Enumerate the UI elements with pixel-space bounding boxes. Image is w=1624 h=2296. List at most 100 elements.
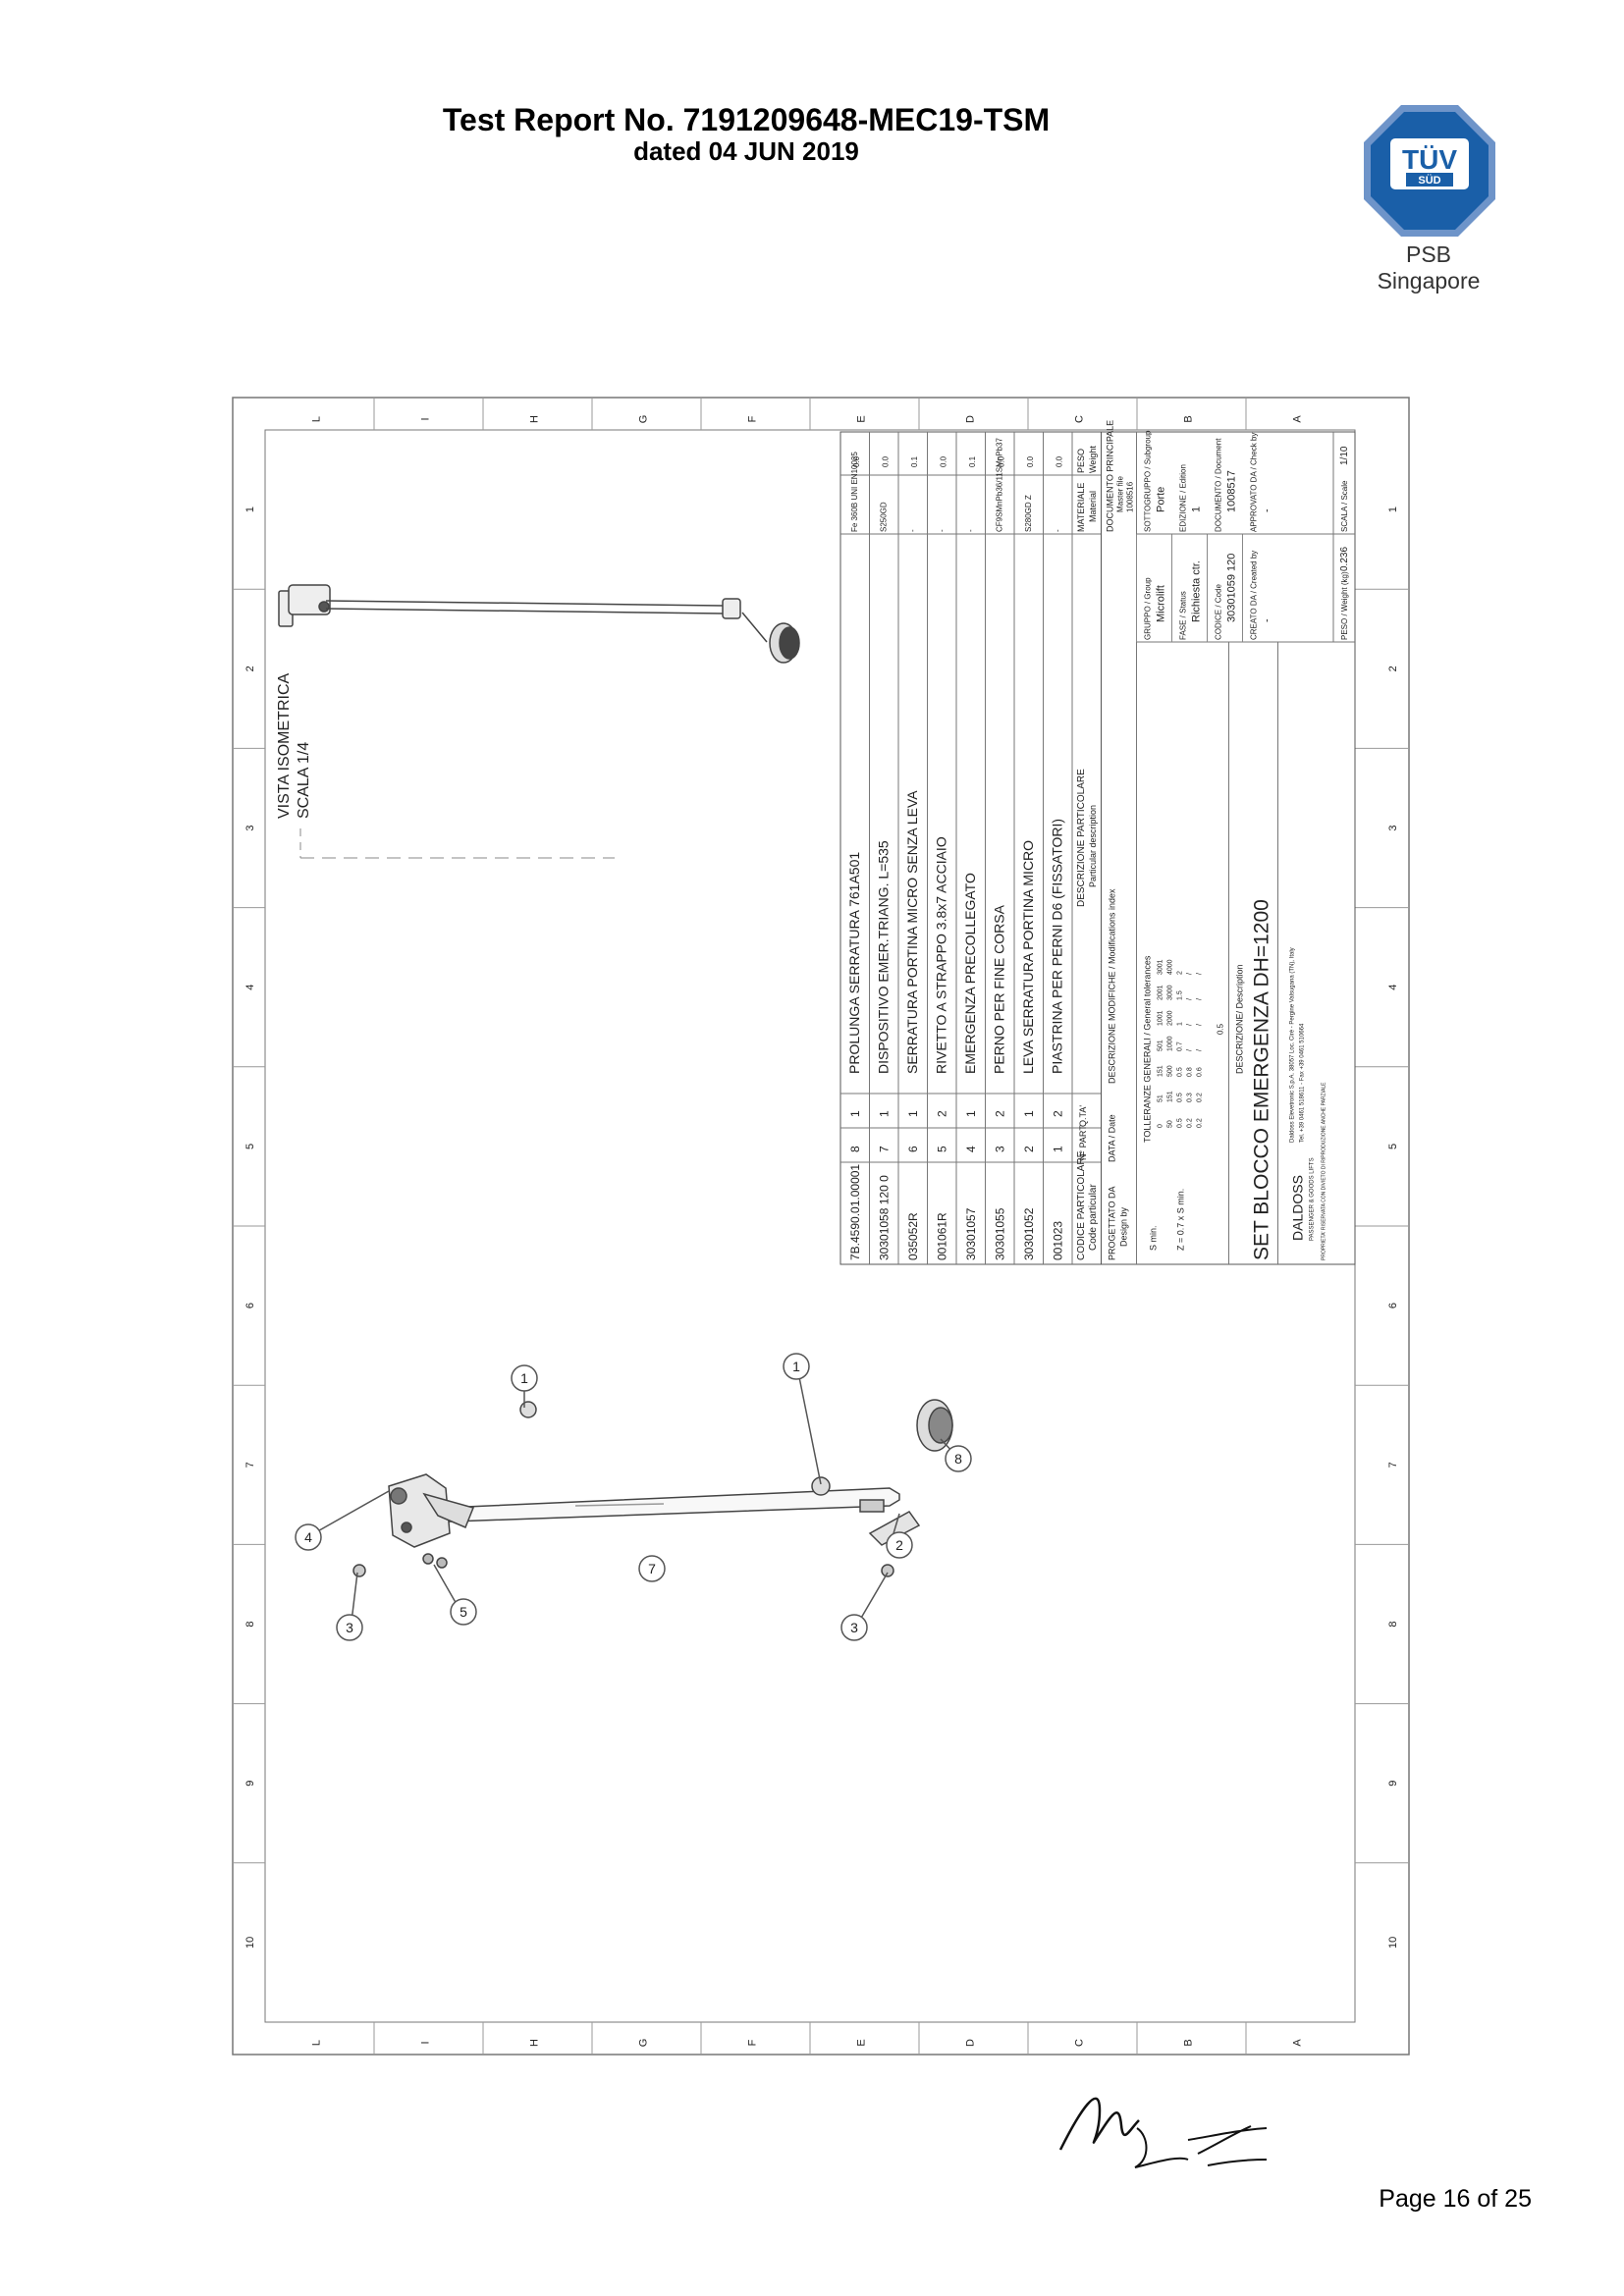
logo-caption: PSB Singapore <box>1377 241 1481 294</box>
bom-part-no: 1 <box>1052 1146 1065 1152</box>
tb-date: DATA / Date <box>1108 1114 1117 1162</box>
frame-row-ref: B <box>1183 415 1195 422</box>
frame-col-ref: 10 <box>1387 1937 1399 1949</box>
bom-code: 30301058 120 0 <box>878 1175 892 1260</box>
tb-field-value: - <box>1262 618 1273 622</box>
tb-tol-value: 1 <box>1177 1022 1184 1026</box>
tb-copyright: PROPRIETA' RISERVATA CON DIVIETO DI RIPR… <box>1322 1082 1327 1260</box>
bom-weight: 0.1 <box>910 455 919 467</box>
frame-col-ref: 1 <box>1387 507 1399 512</box>
tb-tol-value: / <box>1197 973 1204 975</box>
frame-row-ref: D <box>965 415 977 423</box>
frame-row-ref: H <box>529 2039 541 2047</box>
tb-tol-value: / <box>1187 998 1194 1000</box>
balloon-1-right <box>783 1353 810 1380</box>
tb-tol-value: 3001 <box>1158 959 1164 975</box>
tb-field-value: Porte <box>1156 487 1167 512</box>
frame-col-ref: 4 <box>1387 985 1399 990</box>
bom-qty: 2 <box>1052 1110 1065 1117</box>
tb-field-label: SOTTOGRUPPO / Subgroup <box>1144 430 1153 532</box>
logo-brand-text: TÜV <box>1402 144 1457 175</box>
balloon-label: 3 <box>850 1620 858 1635</box>
tuv-sud-logo: TÜV SÜD <box>1364 105 1495 237</box>
bom-weight: 0.0 <box>882 455 891 467</box>
bom-description: PIASTRINA PER PERNI D6 (FISSATORI) <box>1050 819 1065 1074</box>
tb-field-label: FASE / Status <box>1179 591 1188 640</box>
tb-tol-value: 1000 <box>1167 1036 1174 1051</box>
bom-material: - <box>1054 529 1062 532</box>
tb-tol-value: 0.3 <box>1187 1093 1194 1102</box>
logo-sub-text: SÜD <box>1418 174 1440 187</box>
bom-description: SERRATURA PORTINA MICRO SENZA LEVA <box>904 790 920 1074</box>
bom-material: CF9SMnPb36/11SMnPb37 <box>996 438 1004 532</box>
tb-tol-value: / <box>1187 1024 1194 1026</box>
tb-field-label: CREATO DA / Created by <box>1250 551 1259 640</box>
bom-material: - <box>966 529 975 532</box>
bom-head-weight-en: Weight <box>1088 446 1098 473</box>
frame-row-ref: I <box>420 417 432 420</box>
frame-col-ref: 7 <box>1387 1462 1399 1468</box>
tb-field-label: GRUPPO / Group <box>1144 577 1153 640</box>
tb-tol-value: 4000 <box>1167 959 1174 975</box>
frame-col-ref: 9 <box>244 1781 256 1787</box>
tb-tol-value: 0.2 <box>1197 1118 1204 1128</box>
tb-tol-value: 3000 <box>1167 985 1174 1000</box>
tb-tol-value: / <box>1187 973 1194 975</box>
bom-part-no: 6 <box>906 1146 920 1152</box>
frame-row-ref: G <box>638 2039 650 2048</box>
tb-field-label: EDIZIONE / Edition <box>1179 464 1188 532</box>
bom-weight: 0.0 <box>1026 455 1035 467</box>
page-number: Page 16 of 25 <box>1379 2185 1532 2213</box>
tb-tol-value: / <box>1197 1024 1204 1026</box>
bom-code: 7B.4590.01.00001 <box>848 1164 862 1260</box>
tb-master-doc-en: Master file <box>1116 476 1125 512</box>
bom-head-material-en: Material <box>1088 491 1098 522</box>
balloon-label: 4 <box>304 1529 312 1545</box>
bom-part-no: 5 <box>936 1146 949 1152</box>
report-title: Test Report No. 7191209648-MEC19-TSM <box>442 102 1051 137</box>
frame-row-ref: F <box>747 415 759 422</box>
tb-tol-value: / <box>1197 998 1204 1000</box>
bom-description: LEVA SERRATURA PORTINA MICRO <box>1020 840 1036 1074</box>
bom-head-material: MATERIALE <box>1076 483 1086 532</box>
tb-field-label: APPROVATO DA / Check by <box>1250 433 1259 532</box>
bom-code: 30301057 <box>964 1207 978 1260</box>
tb-description: SET BLOCCO EMERGENZA DH=1200 <box>1251 899 1273 1260</box>
frame-row-ref: E <box>856 415 868 422</box>
tb-tol-value: 0.2 <box>1197 1093 1204 1102</box>
bom-description: PERNO PER FINE CORSA <box>992 904 1007 1074</box>
tb-field-value: 1008517 <box>1226 470 1238 512</box>
bom-weight: 0.0 <box>940 455 948 467</box>
balloon-label: 8 <box>954 1451 962 1467</box>
tb-tol-value: 1001 <box>1158 1010 1164 1026</box>
balloon-label: 2 <box>895 1537 903 1553</box>
tb-tol-value: 0.2 <box>1187 1118 1194 1128</box>
tb-scale-val: 1/10 <box>1339 446 1350 465</box>
frame-col-ref: 5 <box>1387 1144 1399 1149</box>
tb-field-value: 1 <box>1191 507 1203 512</box>
bom-material: S250GD <box>880 502 889 532</box>
bom-part-no: 7 <box>878 1146 892 1152</box>
tb-weight-label: PESO / Weight (kg) <box>1340 571 1349 640</box>
tb-field-label: DOCUMENTO / Document <box>1215 438 1223 532</box>
bom-part-no: 4 <box>964 1146 978 1152</box>
tb-tol-value: 0.5 <box>1177 1118 1184 1128</box>
balloon-label: 7 <box>648 1561 656 1576</box>
bom-code: 035052R <box>906 1212 920 1260</box>
exploded-assembly <box>352 1399 953 1577</box>
frame-col-ref: 8 <box>244 1621 256 1627</box>
bom-code: 30301052 <box>1022 1207 1036 1260</box>
balloon-2 <box>886 1531 913 1559</box>
bom-qty: 1 <box>878 1110 892 1117</box>
balloon-4 <box>295 1523 322 1551</box>
bom-head-part: N° PART. <box>1078 1124 1088 1160</box>
tb-field-value: Richiesta ctr. <box>1191 561 1203 622</box>
frame-row-ref: F <box>747 2039 759 2046</box>
bom-material: - <box>908 529 917 532</box>
balloon-1-left <box>511 1364 538 1392</box>
tb-tolerances: TOLLERANZE GENERALI / General tolerances <box>1143 955 1153 1143</box>
bom-material: Fe 360B UNI EN10025 <box>850 452 859 532</box>
frame-row-ref: L <box>311 2040 323 2046</box>
